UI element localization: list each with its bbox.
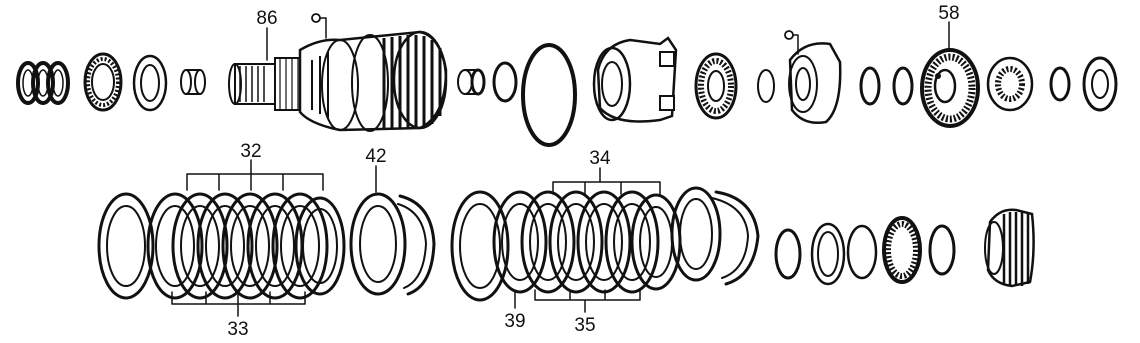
bushing-bottom	[810, 222, 846, 286]
needle-bearing-top	[694, 52, 738, 120]
bushing-center	[457, 68, 486, 96]
callout-86: 86	[256, 8, 277, 29]
roller-clutch	[882, 216, 922, 284]
backing-plate-left	[97, 192, 155, 300]
snap-ring-set-left	[16, 61, 70, 105]
seal-ring-bottom-b	[846, 224, 878, 280]
clutch-pack-direct	[450, 186, 760, 302]
seal-ring-small	[492, 61, 518, 103]
callout-32: 32	[240, 141, 261, 162]
callout-42: 42	[365, 146, 386, 167]
clutch-piston-housing	[592, 36, 678, 123]
bushing-left	[180, 69, 206, 95]
callout-34: 34	[589, 148, 611, 169]
ring-gear-drum	[984, 208, 1035, 288]
callout-58: 58	[938, 3, 959, 24]
top-row-parts	[16, 13, 1118, 147]
pressure-plate-and-snap-ring	[349, 192, 436, 296]
callout-33: 33	[227, 319, 248, 340]
large-seal-ring	[521, 43, 577, 147]
reaction-shell	[784, 30, 842, 124]
callout-39: 39	[504, 311, 525, 332]
sun-gear	[986, 56, 1034, 112]
callout-35: 35	[574, 315, 595, 336]
callout-labels: 86 58 32 42 34 33 39 35	[227, 3, 959, 340]
end-bearing-race	[1082, 56, 1118, 112]
seal-ring-bottom-c	[928, 224, 956, 276]
clutch-pack-forward	[146, 192, 346, 300]
seal-ring-bottom-a	[774, 228, 802, 280]
thrust-washer-left	[132, 54, 168, 112]
callout-leader-lines	[171, 21, 950, 317]
snap-ring-right-b	[892, 66, 914, 106]
bottom-row-parts	[97, 186, 1035, 302]
planetary-gear-carrier	[920, 48, 980, 128]
snap-ring-far-right	[1049, 66, 1071, 102]
snap-ring-right-a	[859, 66, 881, 106]
retaining-ring-top	[757, 69, 775, 103]
input-shaft-drum-assembly	[228, 13, 448, 132]
thrust-bearing-left	[83, 52, 123, 112]
